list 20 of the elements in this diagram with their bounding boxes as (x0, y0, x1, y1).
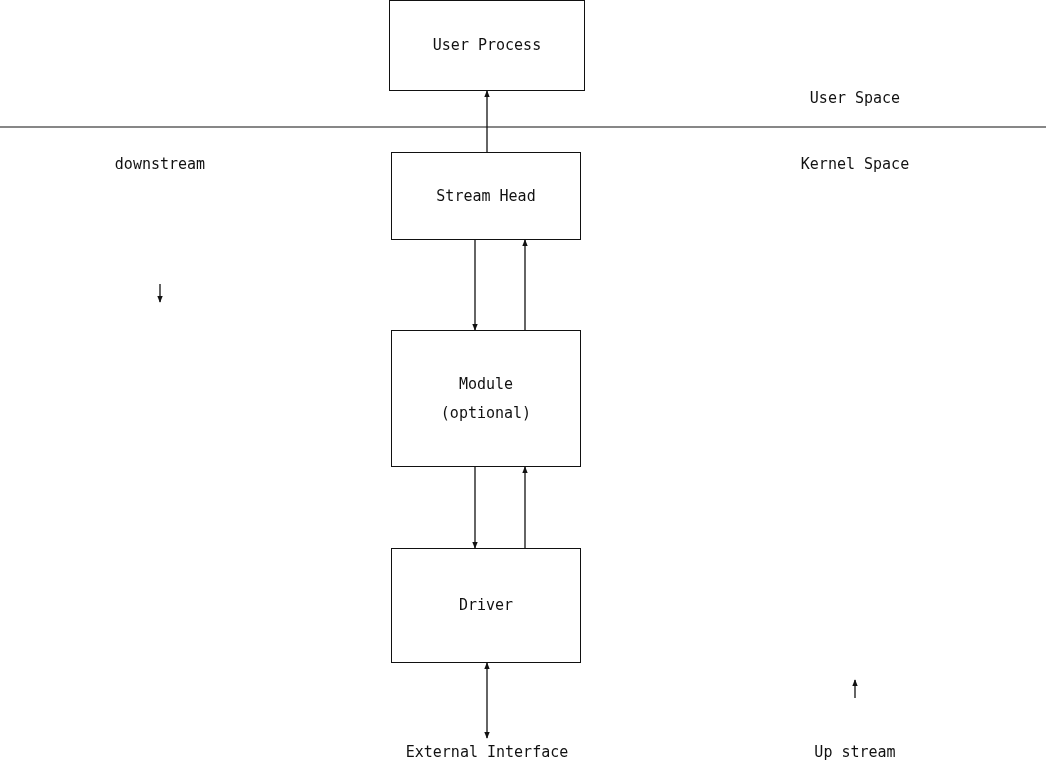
arrow (522, 466, 528, 549)
box-label: Driver (458, 595, 514, 617)
process-box (391, 152, 581, 240)
arrow (484, 90, 490, 153)
region-label: downstream (114, 155, 206, 173)
box-label: User Process (432, 35, 542, 57)
process-box (389, 0, 585, 91)
node-label: External Interface (405, 741, 569, 763)
arrow (522, 239, 528, 331)
process-box (391, 548, 581, 663)
region-label: Kernel Space (800, 155, 910, 173)
arrow (484, 662, 490, 739)
arrow (472, 466, 478, 549)
box-label: Module (458, 374, 514, 395)
box-label: Stream Head (436, 185, 536, 207)
region-label: User Space (809, 89, 901, 107)
process-box (391, 330, 581, 467)
region-label: Up stream (814, 743, 896, 761)
box-label: (optional) (440, 402, 532, 424)
arrow (472, 239, 478, 331)
